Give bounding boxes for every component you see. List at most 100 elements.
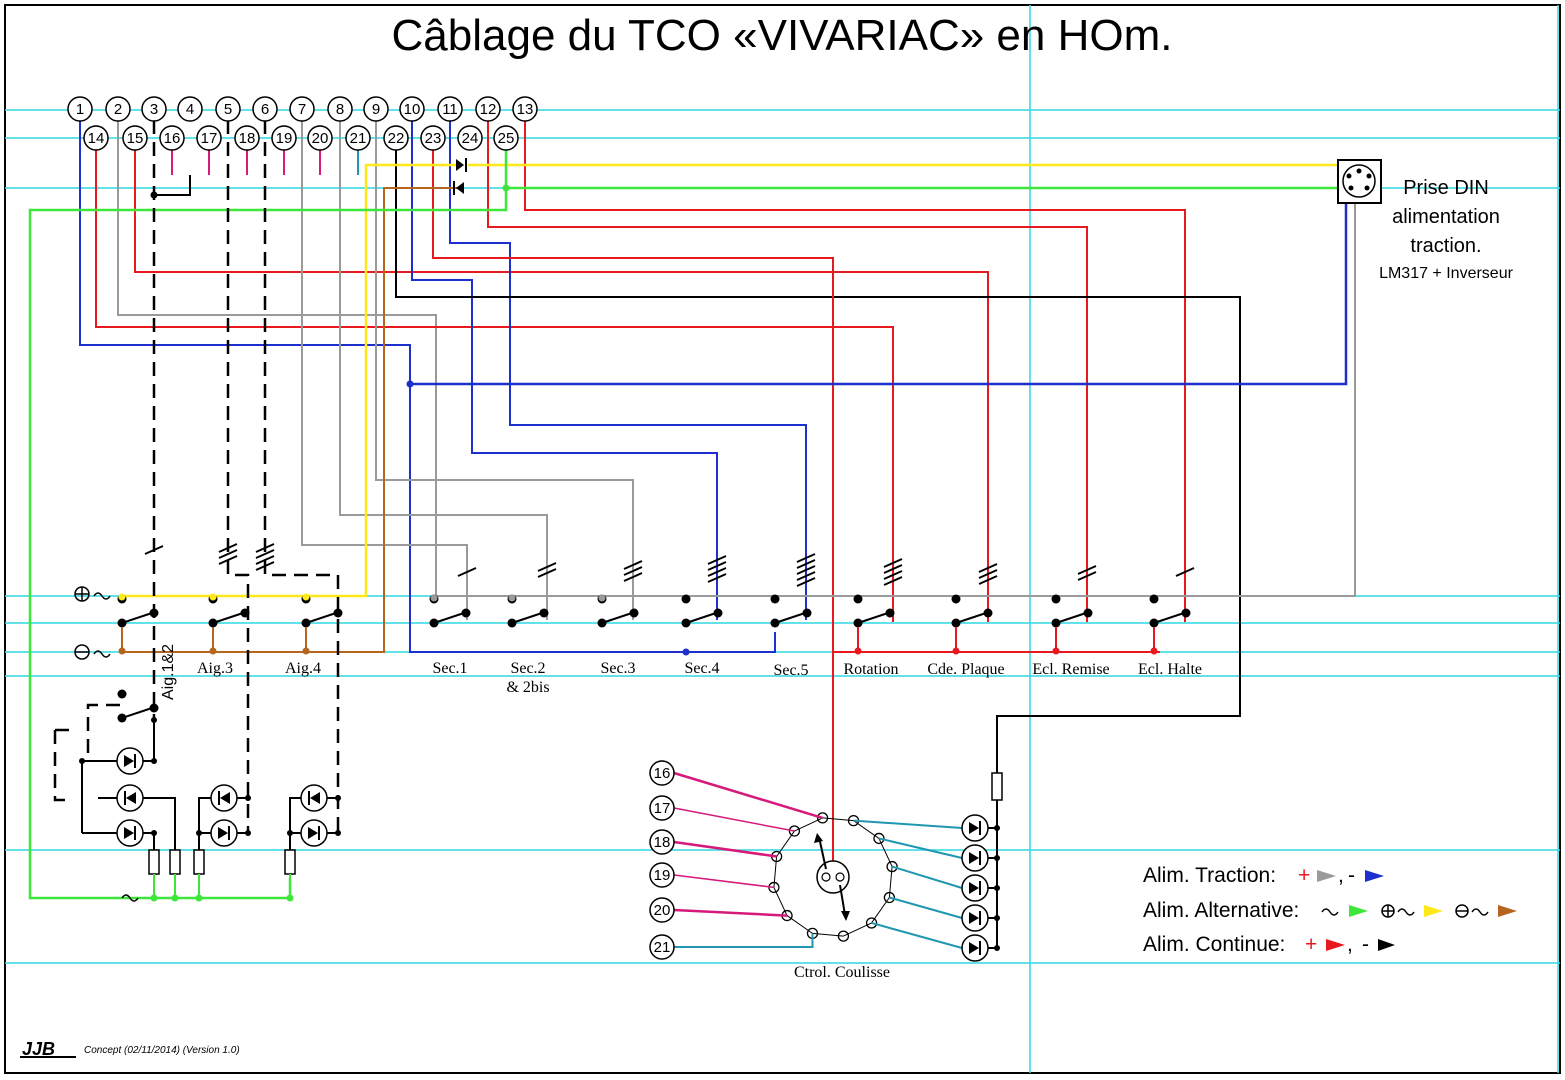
led-arrow: [126, 792, 136, 804]
switch-lever: [121, 707, 153, 719]
switch-lever: [121, 612, 153, 624]
terminal-label: 16: [164, 130, 181, 147]
conductor-mark: [255, 555, 275, 565]
led-group: [79, 717, 341, 902]
coulisse-ring: [878, 838, 893, 867]
conductor-mark: [144, 545, 164, 555]
coulisse-pivot: [821, 872, 831, 882]
conductor-mark: [1077, 571, 1097, 581]
junction: [302, 593, 310, 601]
led-arrow: [218, 827, 228, 839]
led-arrow: [310, 792, 320, 804]
junction: [335, 830, 341, 836]
conductor-mark: [796, 553, 816, 563]
coulisse-wire: [673, 807, 795, 832]
conductor-mark: [218, 555, 238, 565]
switch-contact: [461, 608, 471, 618]
label-sec2bis: & 2bis: [506, 679, 549, 696]
coulisse-pivot: [835, 872, 845, 882]
coulisse-ring: [871, 897, 890, 924]
coulisse-arrow: [841, 911, 850, 921]
junction: [598, 594, 606, 602]
switch-lever: [774, 612, 806, 624]
switch-contact: [681, 594, 691, 604]
terminal-circle: [177, 96, 203, 122]
conductor-mark: [255, 561, 275, 571]
led-arrow: [969, 852, 979, 864]
conductor-mark: [796, 577, 816, 587]
led-wire: [143, 797, 176, 850]
conductor-mark: [255, 549, 275, 559]
ac-symbols: [74, 586, 139, 902]
label-aig12: Aig.1&2: [160, 644, 177, 700]
switch-bank: [117, 191, 1195, 723]
terminal-circle: [234, 125, 260, 151]
junction: [245, 830, 251, 836]
terminal-label: 10: [404, 101, 421, 118]
din-label-3: traction.: [1410, 235, 1481, 257]
terminal-circle: [141, 96, 167, 122]
conductor-mark: [883, 558, 903, 568]
terminal-label: 3: [150, 101, 158, 118]
conductor-mark: [978, 563, 998, 573]
conductor-mark: [883, 570, 903, 580]
label-sec3: Sec.3: [600, 660, 635, 677]
legend-continue: Alim. Continue:: [1143, 933, 1285, 956]
diode-pair: [453, 158, 510, 195]
conductor-mark: [623, 560, 643, 570]
switch-contact: [629, 608, 639, 618]
switch-contact: [713, 608, 723, 618]
junction: [196, 830, 202, 836]
terminal-circle: [252, 96, 278, 122]
coulisse-ring: [773, 856, 778, 888]
terminal-circle: [159, 125, 185, 151]
din-label-1: Prise DIN: [1403, 177, 1489, 199]
junction: [195, 894, 203, 902]
conductor-mark: [1175, 567, 1195, 577]
footer-logo: JJB: [22, 1039, 55, 1059]
terminal-circle: [383, 125, 409, 151]
junction: [209, 593, 217, 601]
page-border: [4, 4, 1561, 1074]
legend-alternative: Alim. Alternative:: [1143, 899, 1299, 922]
label-sec5: Sec.5: [773, 662, 808, 679]
junction: [150, 894, 158, 902]
switch-contact: [240, 608, 250, 618]
coulisse-wire: [889, 896, 963, 919]
switch-contact: [802, 608, 812, 618]
terminal-circle: [512, 96, 538, 122]
switch-contact: [149, 703, 159, 713]
coulisse-terminal: [649, 862, 675, 888]
junction: [151, 717, 157, 723]
coulisse-terminal: [649, 760, 675, 786]
terminal-label: 6: [261, 101, 269, 118]
label-aig3: Aig.3: [197, 660, 233, 677]
label-sec4: Sec.4: [684, 660, 719, 677]
led-arrow: [308, 827, 318, 839]
junction: [151, 758, 157, 764]
terminal-circle: [83, 125, 109, 151]
switch-contact: [1083, 608, 1093, 618]
coulisse-terminal-label: 19: [654, 867, 671, 884]
led-arrow: [969, 912, 979, 924]
junction: [508, 594, 516, 602]
label-rotation: Rotation: [843, 661, 898, 678]
switch-contact: [1181, 608, 1191, 618]
switch-contact: [1149, 594, 1159, 604]
label-aig4: Aig.4: [285, 660, 321, 677]
coulisse-pointer: [818, 836, 827, 870]
led-wire: [143, 832, 155, 850]
terminal-label: 11: [442, 101, 458, 118]
din-socket: [1337, 159, 1382, 204]
switch-contact: [1051, 594, 1061, 604]
conductor-mark: [707, 573, 727, 583]
coulisse-ring: [776, 830, 795, 857]
coulisse-terminal: [649, 934, 675, 960]
coulisse-wire: [673, 908, 788, 917]
terminal-circle: [122, 125, 148, 151]
led-arrow: [969, 942, 979, 954]
coulisse-wire: [673, 874, 775, 889]
coulisse-ring: [773, 887, 788, 916]
